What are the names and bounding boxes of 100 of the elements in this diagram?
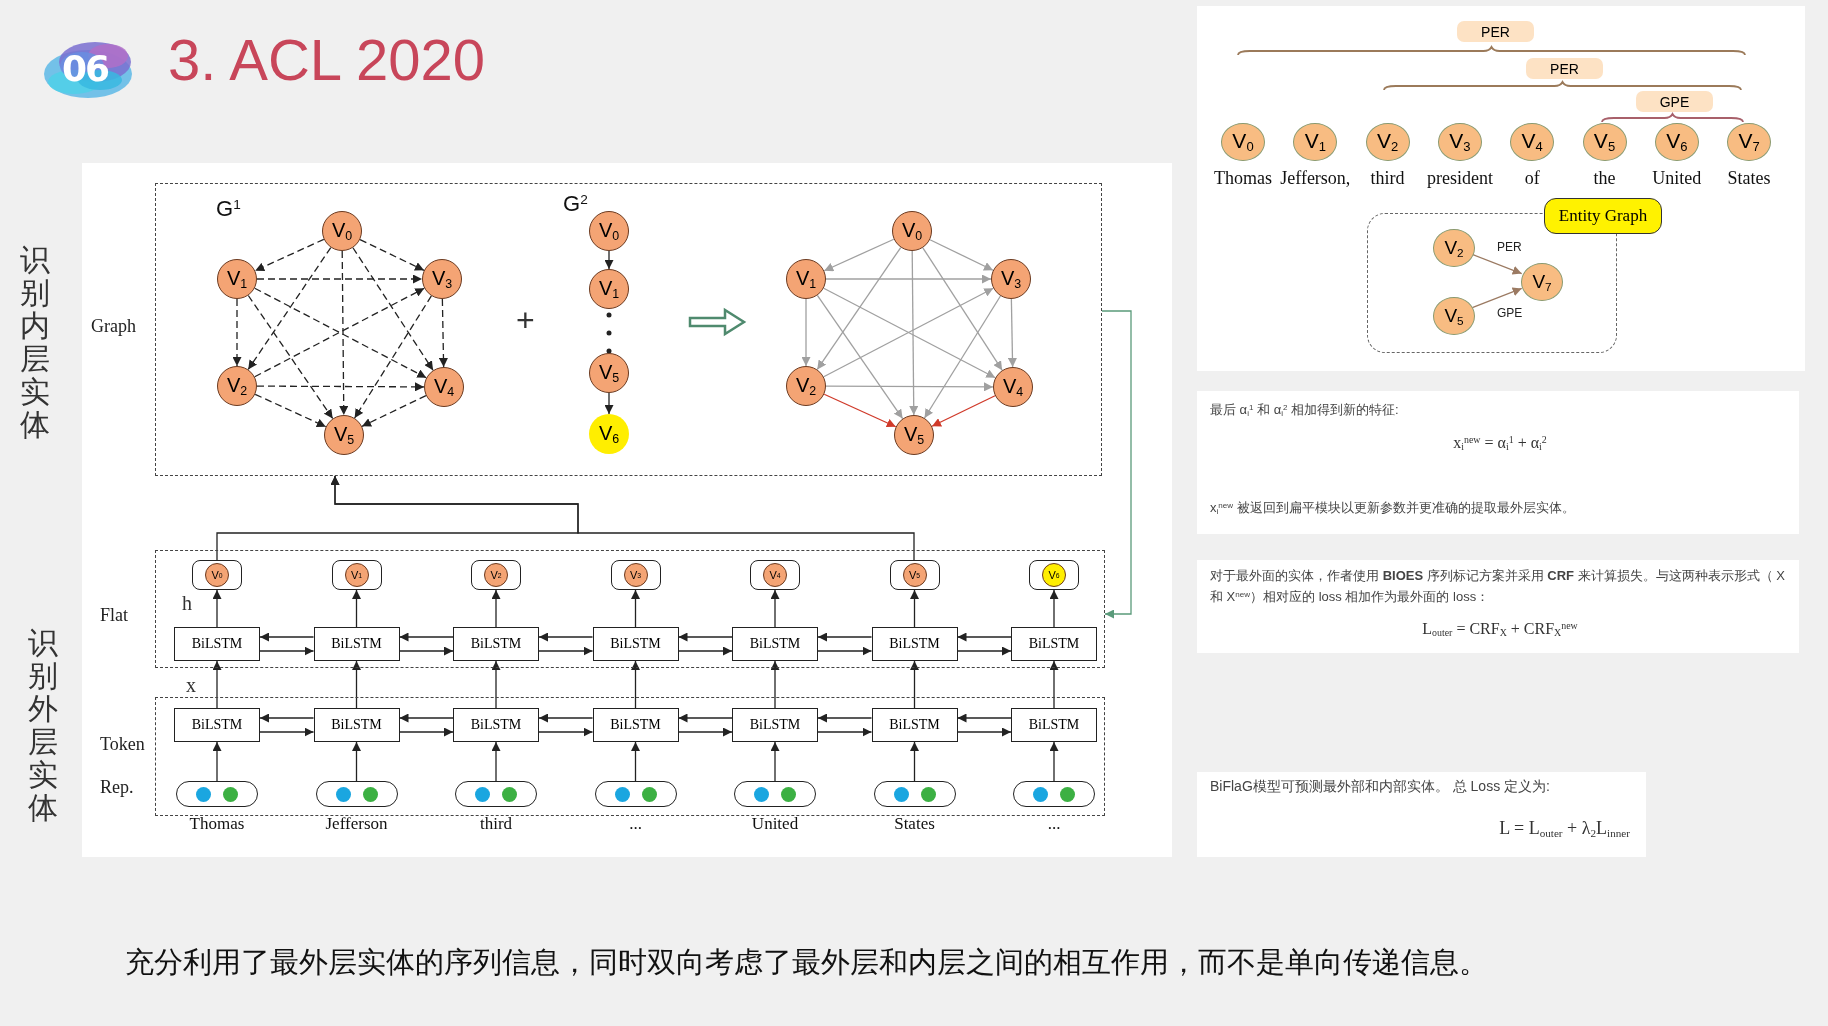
word-label: United — [1652, 168, 1702, 189]
arrow — [256, 382, 425, 392]
arrow — [254, 238, 325, 272]
edge-label: GPE — [1495, 306, 1525, 320]
node-label: V$_{6}$ — [598, 421, 620, 447]
arrow — [438, 298, 448, 368]
bilstm-box — [1011, 627, 1097, 661]
node-label: V$_{4}$ — [1521, 129, 1543, 155]
slide-title: 3. ACL 2020 — [168, 26, 486, 93]
arrow — [604, 392, 614, 415]
arrow — [538, 646, 594, 656]
entity-graph-tag: Entity Graph — [1544, 198, 1662, 234]
bilstm-box — [174, 627, 260, 661]
arrow — [801, 298, 811, 367]
node-label: V$_{1}$ — [795, 266, 817, 292]
arrow — [956, 727, 1012, 737]
arrow — [538, 632, 594, 642]
arrow — [491, 660, 501, 709]
node-label: V$_{5}$ — [1593, 129, 1616, 155]
bilstm-box — [871, 627, 958, 661]
note-text: BiFlaG模型可预测最外部和内部实体。 总 Loss 定义为: — [1210, 778, 1551, 796]
output-box — [750, 560, 800, 590]
arrow — [538, 727, 594, 737]
arrow — [398, 646, 454, 656]
arrow — [1007, 298, 1017, 368]
arrow — [212, 741, 222, 782]
arrow — [259, 632, 315, 642]
arrow — [817, 646, 873, 656]
arrow — [956, 713, 1012, 723]
arrow — [929, 239, 994, 271]
word-label: of — [1524, 168, 1540, 189]
node-label: V$_{7}$ — [1738, 129, 1760, 155]
bilstm-box — [732, 627, 818, 661]
node-label: V$_{2}$ — [1376, 129, 1399, 155]
arrow — [212, 589, 222, 628]
word-label: States — [894, 814, 935, 834]
word-label: Thomas — [1214, 168, 1272, 189]
output-box — [471, 560, 521, 590]
arrow — [398, 713, 454, 723]
entity-tag — [1526, 58, 1603, 79]
node-label: V$_{6}$ — [1666, 129, 1688, 155]
node-label: BiLSTM — [610, 636, 661, 652]
node-label: V$_{7}$ — [1532, 271, 1552, 293]
arrow — [825, 274, 992, 284]
caption-text: 充分利用了最外层实体的序列信息，同时双向考虑了最外层和内层之间的相互作用，而不是单向传递信息。 — [125, 945, 1488, 980]
node-label: V$_{0}$ — [331, 218, 353, 244]
node-label: PER — [1481, 23, 1510, 40]
word-label: States — [1727, 168, 1771, 189]
arrow — [491, 589, 501, 628]
entity-tag — [1636, 91, 1713, 112]
arrow — [259, 727, 315, 737]
variable-label: h — [182, 592, 192, 615]
arrow — [816, 246, 902, 371]
arrow — [259, 713, 315, 723]
node-label: BiLSTM — [1028, 636, 1080, 652]
node-label: BiLSTM — [331, 717, 382, 733]
arrow — [398, 632, 454, 642]
arrow — [361, 395, 427, 427]
node-label: BiLSTM — [470, 717, 522, 733]
node-label: BiLSTM — [1028, 717, 1080, 733]
arrow — [677, 632, 733, 642]
arrow — [330, 475, 915, 561]
bilstm-box — [453, 708, 539, 742]
arrow — [1471, 287, 1523, 309]
arrow — [1101, 310, 1132, 619]
arrow — [677, 713, 733, 723]
arrow — [259, 646, 315, 656]
frame-label: Graph — [91, 315, 137, 338]
graph-label: G$^{1}$ — [216, 196, 241, 222]
node-label: V$_{3}$ — [431, 266, 453, 292]
arrow — [823, 238, 895, 272]
arrow — [817, 713, 873, 723]
node-label: V$_{0}$ — [901, 218, 923, 244]
node-label: BiLSTM — [889, 636, 940, 652]
arrow — [825, 382, 994, 392]
node-label: V$_{1}$ — [1304, 129, 1326, 155]
node-label: BiLSTM — [191, 636, 243, 652]
arrow — [352, 660, 361, 709]
word-label: ... — [629, 814, 642, 834]
word-label: Jefferson, — [1280, 168, 1351, 189]
bilstm-box — [871, 708, 958, 742]
note-text: 最后 α$_{i}$$^{1}$ 和 α$_{i}$$^{2}$ 相加得到新的特征: — [1210, 401, 1400, 420]
node-label: BiLSTM — [889, 717, 940, 733]
node-label: V$_{1}$ — [226, 266, 248, 292]
arrow — [909, 250, 919, 416]
arrow — [1471, 253, 1523, 275]
node-label: V$_{2}$ — [795, 373, 817, 399]
bilstm-box — [592, 708, 679, 742]
node-label: V$_{2}$ — [226, 373, 248, 399]
node-label: V$_{0}$ — [1232, 129, 1254, 155]
plus-sign: + — [516, 302, 535, 339]
node-label: V$_{3}$ — [1449, 129, 1471, 155]
arrow — [631, 660, 640, 709]
arrow — [770, 741, 780, 782]
node-label: V$_{5}$ — [903, 422, 925, 448]
formula: L = L$_{outer}$ + λ$_{2}$L$_{inner}$ — [1498, 818, 1630, 839]
arrow — [212, 660, 222, 709]
arrow — [359, 239, 425, 271]
note-text: 对于最外面的实体，作者使用 BIOES 序列标记方案并采用 CRF 来计算损失。与这两种表示形式（ X 和 X$^{new}$）相对应的 loss 相加作为最外面的 loss： — [1210, 567, 1786, 606]
node-label: V$_{0}$ — [598, 218, 620, 244]
